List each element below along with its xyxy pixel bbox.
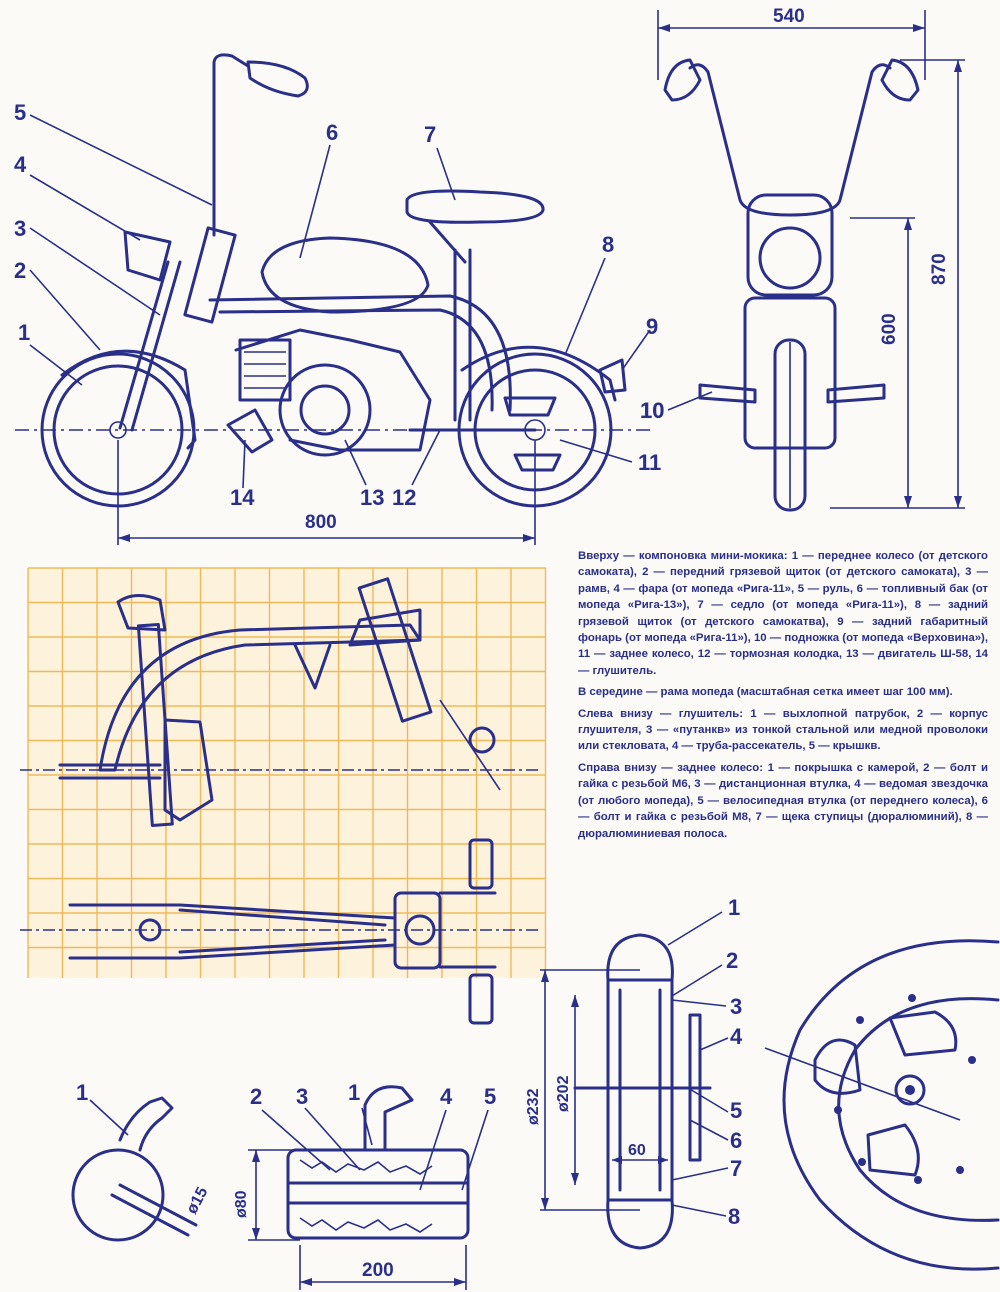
muffler-dim-pipe: ø15 <box>184 1184 212 1216</box>
muffler-callout-3: 3 <box>296 1084 308 1109</box>
callout-11: 11 <box>638 450 661 475</box>
callout-6: 6 <box>326 120 338 145</box>
caption-text: Вверху — компоновка мини-мокика: 1 — пер… <box>578 548 988 847</box>
wheel-callout-8: 8 <box>728 1204 740 1229</box>
tire-top <box>606 933 674 982</box>
callout-14: 14 <box>230 485 255 510</box>
dim-height-seat: 600 <box>879 313 900 345</box>
callout-4: 4 <box>14 152 27 177</box>
dim-width-front: 540 <box>773 6 805 27</box>
callout-1: 1 <box>18 320 30 345</box>
caption-paragraph-3: Слева внизу — глушитель: 1 — выхлопной п… <box>578 707 988 753</box>
muffler-callout-4: 4 <box>440 1084 453 1109</box>
front-wheel-front <box>773 338 807 512</box>
muffler-callout-5: 5 <box>484 1084 496 1109</box>
callout-2: 2 <box>14 258 26 283</box>
frame-elevation <box>98 623 422 772</box>
wheel-callout-7: 7 <box>730 1156 742 1181</box>
muffler-dim-length: 200 <box>362 1260 394 1281</box>
front-view-moped: 540 870 600 10 <box>640 6 965 512</box>
muffler-callout-1a: 1 <box>76 1080 88 1105</box>
wheel-dim-inner: ø202 <box>555 1075 572 1112</box>
callout-10: 10 <box>640 398 664 423</box>
footrest-left <box>698 383 757 404</box>
callout-12: 12 <box>392 485 416 510</box>
callout-5: 5 <box>14 100 26 125</box>
side-muffler <box>226 408 274 454</box>
wheel-callout-5: 5 <box>730 1098 742 1123</box>
tire-bottom <box>606 1198 674 1250</box>
wheel-callout-2: 2 <box>726 948 738 973</box>
fuel-tank <box>260 236 430 314</box>
callout-3: 3 <box>14 216 26 241</box>
caption-paragraph-1: Вверху — компоновка мини-мокика: 1 — пер… <box>578 550 988 677</box>
front-fender <box>60 349 197 450</box>
engine <box>278 363 372 457</box>
callout-8: 8 <box>602 232 614 257</box>
callout-9: 9 <box>646 314 658 339</box>
wheel-callout-6: 6 <box>730 1128 742 1153</box>
muffler-dim-diameter: ø80 <box>233 1190 250 1218</box>
front-headlight <box>758 226 822 290</box>
headlight <box>123 230 172 282</box>
dim-height-total: 870 <box>929 253 950 285</box>
callout-7: 7 <box>424 122 436 147</box>
muffler-callout-2: 2 <box>250 1084 262 1109</box>
muffler-callout-1b: 1 <box>348 1080 360 1105</box>
frame-scale-grid <box>20 567 547 1025</box>
callout-13: 13 <box>360 485 384 510</box>
dim-length-side: 800 <box>305 512 337 533</box>
wheel-callout-4: 4 <box>730 1024 743 1049</box>
wheel-callout-3: 3 <box>730 994 742 1019</box>
rear-wheel-section: ø232 ø202 60 1 2 3 4 5 6 7 8 <box>525 895 1000 1271</box>
wheel-callout-1: 1 <box>728 895 740 920</box>
wheel-dim-outer: ø232 <box>525 1088 542 1125</box>
caption-paragraph-4: Справа внизу — заднее колесо: 1 — покрыш… <box>578 761 988 840</box>
handlebar <box>212 53 250 237</box>
muffler-drawing: 1 ø15 ø80 200 2 3 1 4 5 <box>71 1080 496 1290</box>
footrest-right <box>826 383 886 404</box>
caption-paragraph-2: В середине — рама мопеда (масштабная сет… <box>578 686 953 699</box>
wheel-dim-hub: 60 <box>628 1142 646 1159</box>
wheel-face-view <box>782 939 1000 1271</box>
front-handlebar <box>688 63 892 217</box>
callout-10-front: 10 <box>640 398 664 423</box>
muffler-end-view <box>71 1148 165 1242</box>
seat <box>405 189 545 224</box>
side-view-moped: 800 1 2 3 4 5 6 7 8 9 10 11 12 13 14 <box>14 53 664 545</box>
